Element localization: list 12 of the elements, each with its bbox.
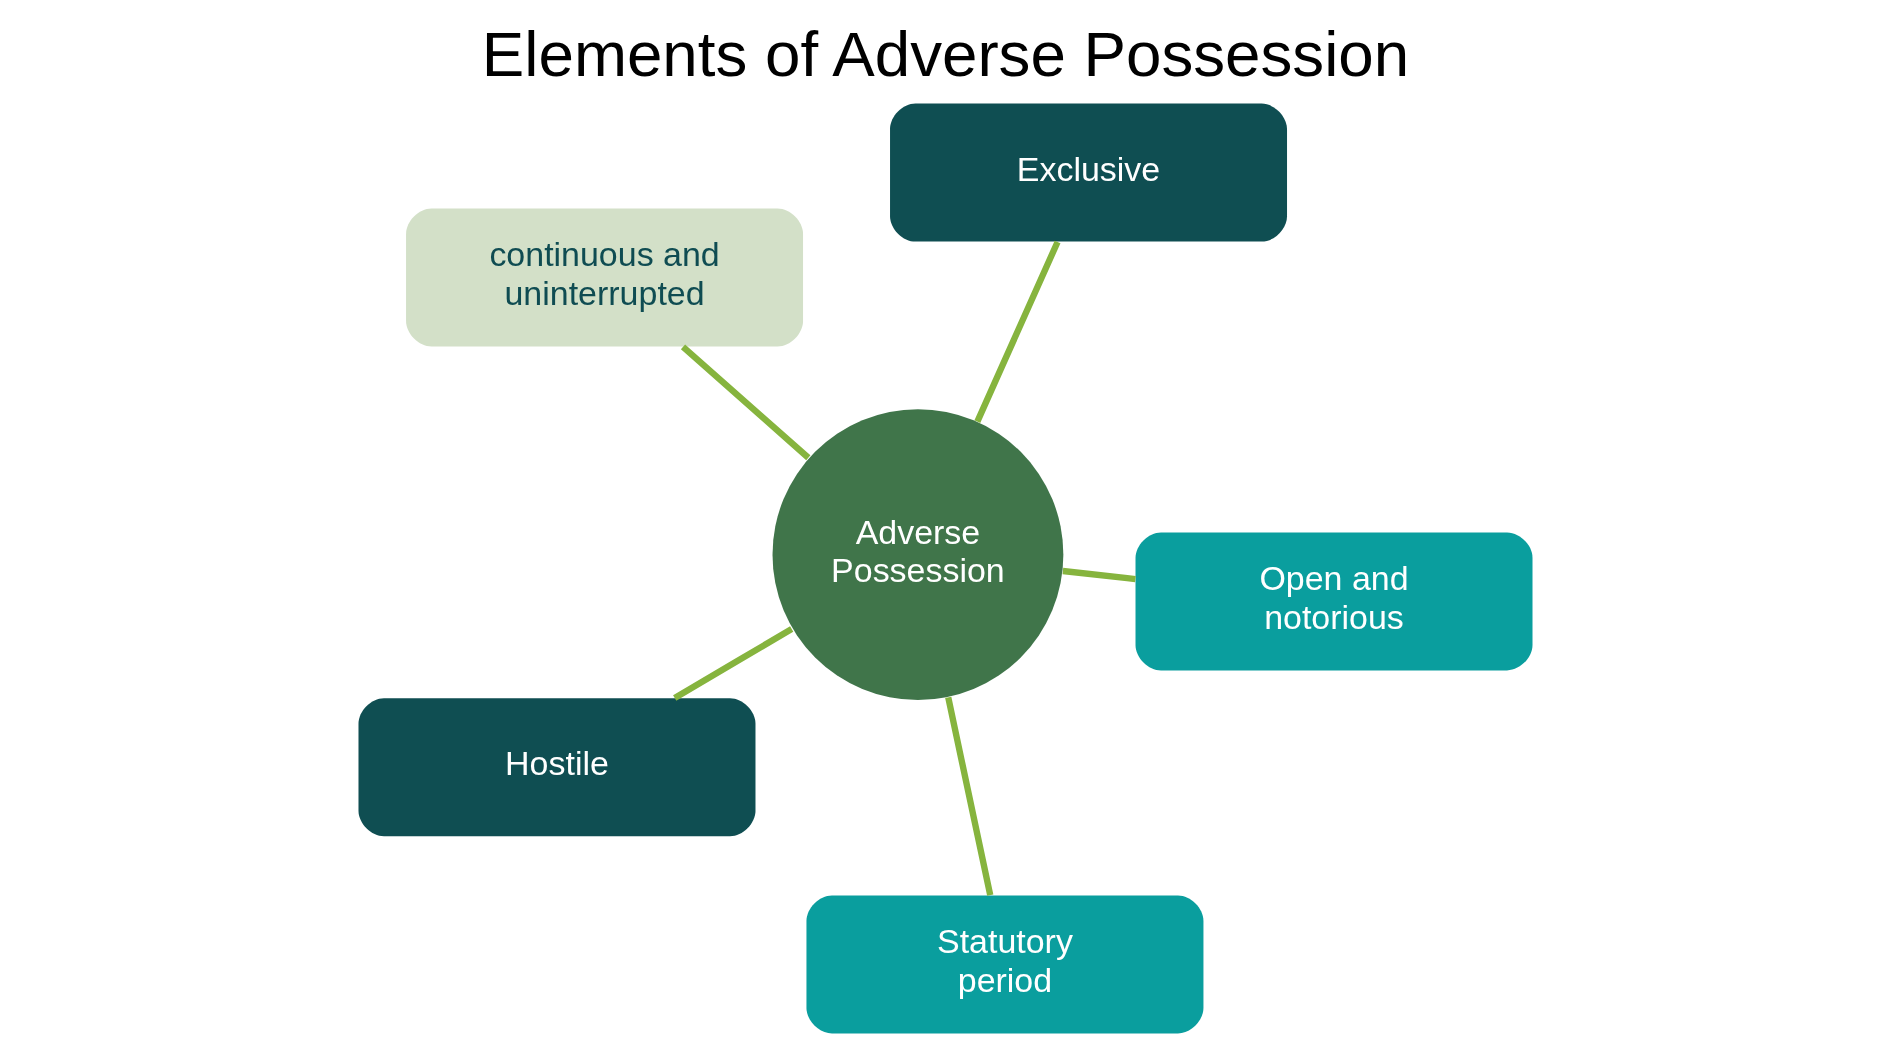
node-box: continuous and uninterrupted: [405, 208, 803, 347]
connector: [1062, 567, 1136, 583]
connector: [973, 240, 1060, 423]
node-box: Exclusive: [889, 103, 1287, 242]
diagram-title: Elements of Adverse Possession: [481, 18, 1409, 90]
node-box: Open and notorious: [1135, 532, 1532, 671]
connector: [680, 344, 810, 461]
connector: [944, 696, 993, 896]
node-box: Statutory period: [805, 895, 1203, 1034]
connector: [672, 626, 793, 701]
node-box: Hostile: [358, 698, 755, 837]
node-circle: Adverse Possession: [772, 409, 1063, 701]
